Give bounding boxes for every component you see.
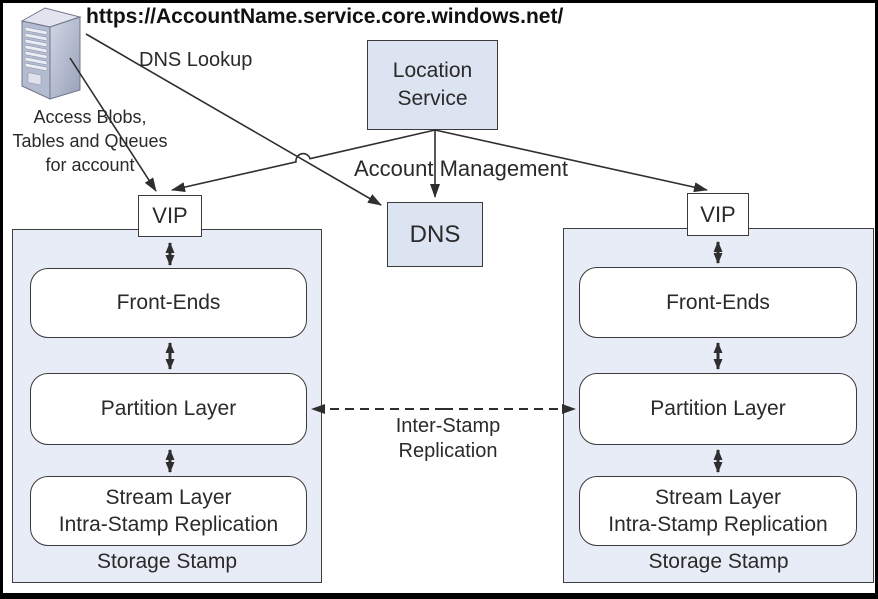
partition-layer-left-box: Partition Layer — [30, 373, 307, 445]
partition-layer-left-label: Partition Layer — [100, 397, 237, 420]
location-service-line2: Service — [397, 87, 468, 110]
access-note-line1: Access Blobs, — [33, 107, 147, 127]
inter-stamp-replication-label: Inter-Stamp Replication — [378, 414, 518, 464]
stream-layer-right-box: Stream Layer Intra-Stamp Replication — [579, 476, 857, 546]
dns-lookup-label: DNS Lookup — [139, 49, 253, 71]
dns-label: DNS — [409, 220, 461, 248]
vip-left-label: VIP — [152, 203, 188, 228]
access-note-line2: Tables and Queues — [12, 131, 168, 151]
tower-server-icon — [20, 7, 82, 100]
stream-layer-left-line2: Intra-Stamp Replication — [58, 513, 279, 536]
storage-stamp-left-caption: Storage Stamp — [96, 550, 238, 573]
location-service-line1: Location — [392, 59, 473, 82]
location-service-node: Location Service — [367, 40, 498, 130]
account-management-label: Account Management — [353, 156, 569, 181]
front-ends-left-box: Front-Ends — [30, 268, 307, 338]
inter-stamp-line1: Inter-Stamp — [395, 415, 501, 437]
stream-layer-left-box: Stream Layer Intra-Stamp Replication — [30, 476, 307, 546]
front-ends-left-label: Front-Ends — [116, 291, 221, 314]
partition-layer-right-label: Partition Layer — [650, 397, 786, 420]
storage-stamp-right-caption: Storage Stamp — [648, 550, 789, 573]
vip-left-node: VIP — [138, 195, 202, 237]
access-note-line3: for account — [45, 155, 135, 175]
stream-layer-right-line1: Stream Layer — [654, 486, 782, 509]
stream-layer-left-line1: Stream Layer — [105, 486, 232, 509]
account-url-label: https://AccountName.service.core.windows… — [86, 5, 564, 28]
partition-layer-right-box: Partition Layer — [579, 373, 857, 445]
dns-node: DNS — [387, 202, 483, 267]
front-ends-right-box: Front-Ends — [579, 267, 857, 338]
inter-stamp-line2: Replication — [398, 440, 498, 462]
front-ends-right-label: Front-Ends — [666, 290, 770, 314]
stream-layer-right-line2: Intra-Stamp Replication — [608, 513, 828, 536]
vip-right-node: VIP — [687, 193, 749, 236]
vip-right-label: VIP — [700, 201, 736, 227]
access-note-label: Access Blobs, Tables and Queues for acco… — [4, 105, 176, 177]
